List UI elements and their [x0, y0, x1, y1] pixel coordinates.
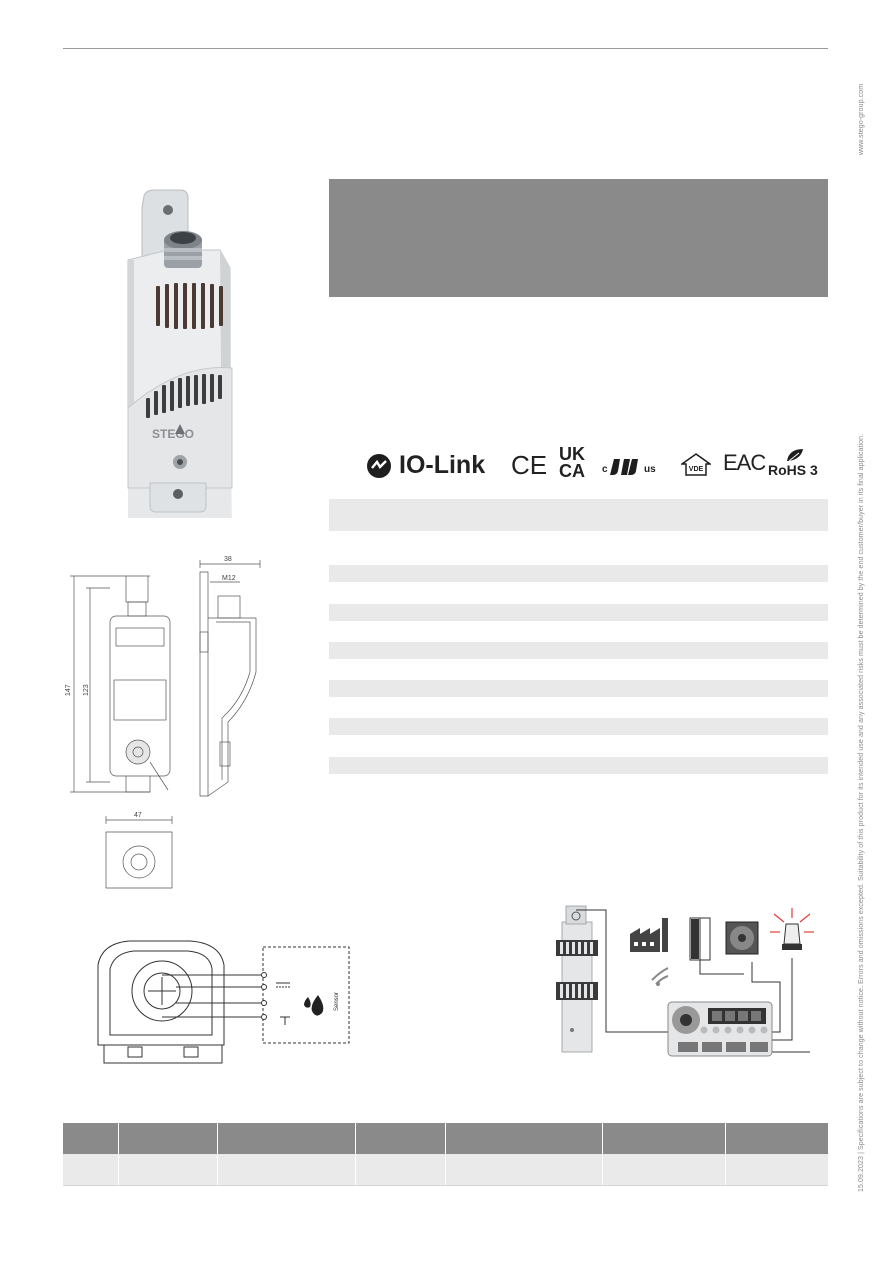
eac-mark: EAC [723, 450, 766, 475]
header-cell [119, 1123, 218, 1154]
ukca-bottom: CA [559, 461, 585, 481]
header-cell [218, 1123, 356, 1154]
spec-row-1 [329, 499, 828, 531]
controller-icon [667, 1001, 773, 1057]
dim-thread: M12 [222, 575, 236, 582]
factory-icon [630, 918, 668, 952]
table-cell [603, 1154, 726, 1185]
order-table-row [63, 1154, 828, 1186]
header-cell [356, 1123, 446, 1154]
io-link-icon [367, 454, 391, 478]
ukca-mark: UK CA [559, 444, 599, 481]
ce-mark: CE [511, 450, 548, 480]
vde-text: VDE [689, 466, 704, 473]
table-cell [356, 1154, 446, 1185]
spec-row-3 [329, 604, 828, 621]
disclaimer-text: 15.09.2023 | Specifications are subject … [858, 433, 865, 1192]
spec-row-6 [329, 718, 828, 735]
fan-icon [725, 921, 759, 955]
header-cell [603, 1123, 726, 1154]
vde-icon: VDE [681, 453, 711, 476]
table-cell [63, 1154, 119, 1185]
dim-height-total: 147 [65, 684, 72, 696]
spec-row-7 [329, 757, 828, 774]
header-cell [446, 1123, 603, 1154]
wifi-icon [651, 967, 669, 985]
table-cell [726, 1154, 828, 1185]
spec-row-2 [329, 565, 828, 582]
website-text: www.stego-group.com [858, 83, 865, 155]
sensor-label: Sensor [334, 992, 340, 1011]
alarm-light-icon [770, 908, 814, 950]
table-cell [446, 1154, 603, 1185]
dim-height-body: 123 [83, 684, 90, 696]
hygrostat-device-icon [556, 905, 598, 1053]
order-table-header [63, 1123, 828, 1154]
header-divider [63, 48, 828, 49]
header-cell [726, 1123, 828, 1154]
header-cell [63, 1123, 119, 1154]
spec-row-5 [329, 680, 828, 697]
product-title-banner [329, 179, 828, 297]
connection-diagram: Sensor [97, 940, 350, 1064]
cabinet-icon [689, 917, 711, 961]
dim-width: 47 [134, 812, 142, 819]
table-cell [119, 1154, 218, 1185]
leaf-icon [787, 449, 803, 462]
io-link-text: IO-Link [399, 451, 486, 479]
ul-us: us [644, 464, 656, 475]
certification-logos: IO-Link CE UK CA c us VDE EAC RoHS 3 [366, 444, 826, 483]
brand-logo: STEGO [152, 427, 194, 441]
ul-mark: c us [602, 457, 672, 481]
spec-row-4 [329, 642, 828, 659]
ul-recognized-icon [610, 459, 638, 475]
dim-depth: 38 [224, 556, 232, 563]
dimension-drawing: 38 M12 147 123 47 [65, 556, 261, 889]
ukca-top: UK [559, 444, 585, 464]
rohs-mark: RoHS 3 [768, 462, 818, 478]
ul-c: c [602, 464, 608, 475]
application-illustration [556, 905, 814, 1057]
product-photo: STEGO [127, 189, 233, 518]
table-cell [218, 1154, 356, 1185]
